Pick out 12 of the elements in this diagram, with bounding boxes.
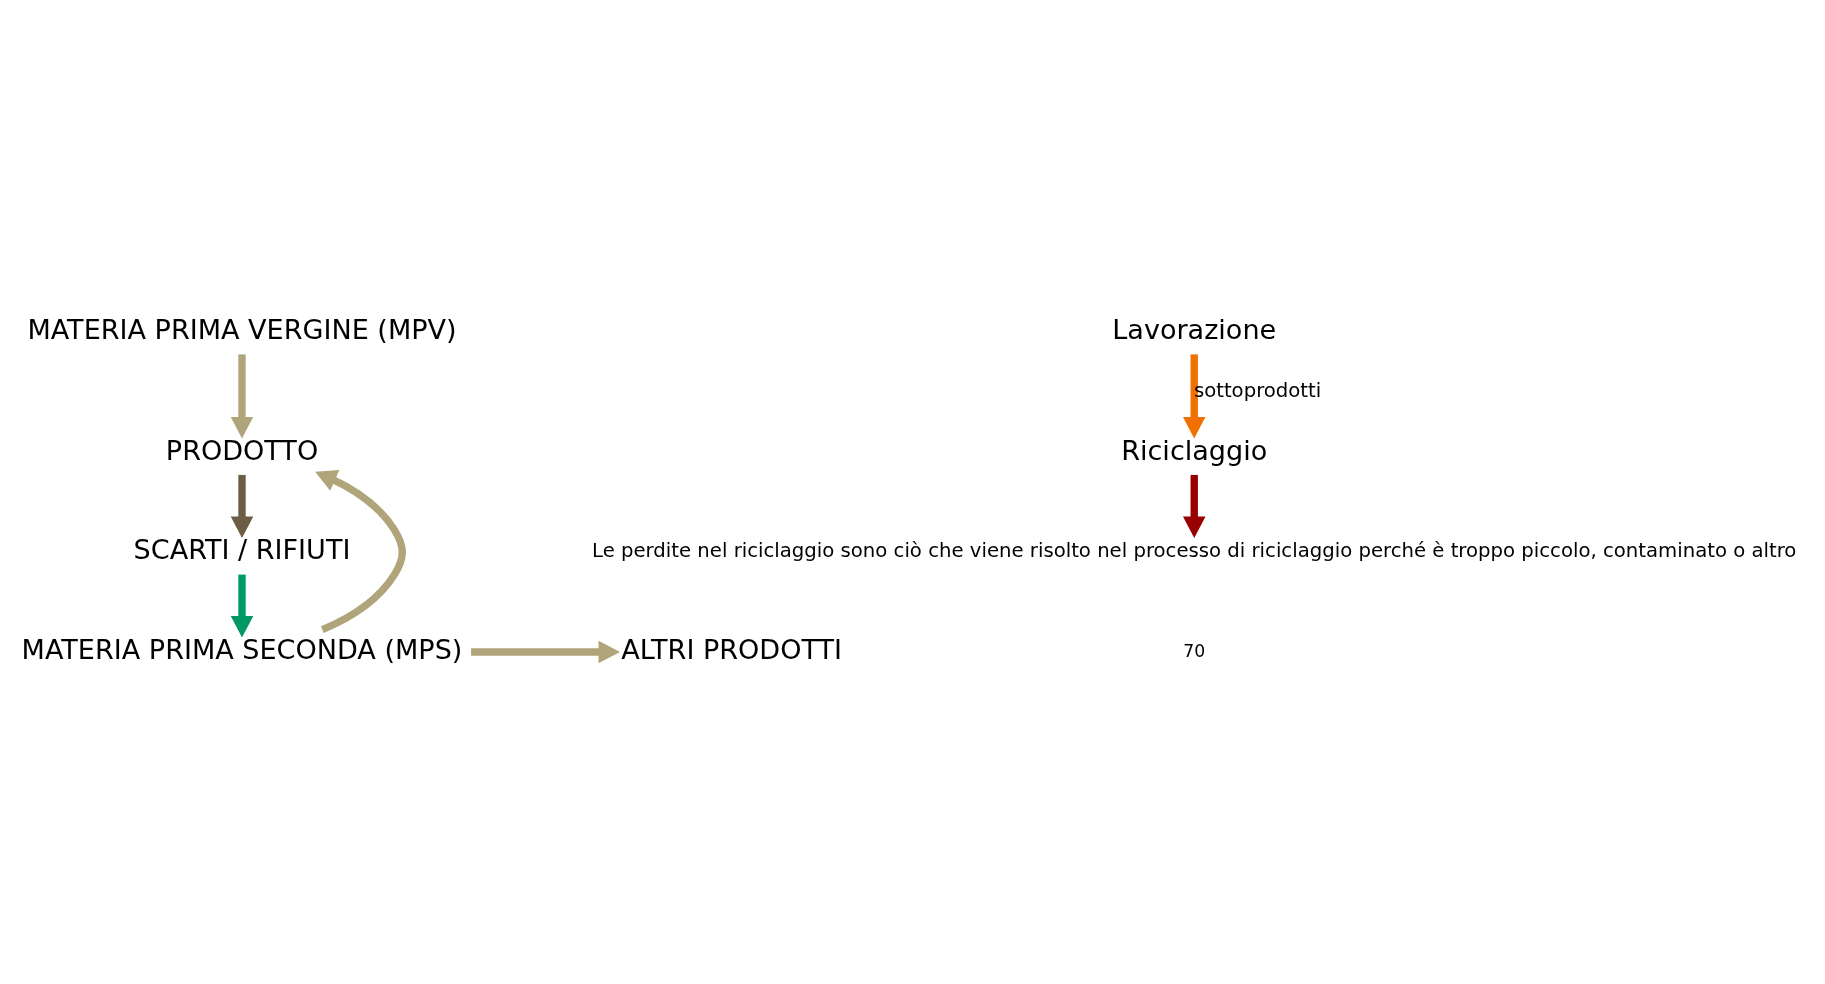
arrow — [1182, 474, 1206, 538]
node-text: MATERIA PRIMA VERGINE (MPV) — [27, 313, 457, 345]
arrow — [315, 470, 406, 634]
node-text: PRODOTTO — [165, 434, 319, 466]
node-text: MATERIA PRIMA SECONDA (MPS) — [21, 633, 463, 665]
node-text: Riciclaggio — [1121, 434, 1268, 466]
node-text: ALTRI PRODOTTI — [621, 633, 843, 665]
node-text: Lavorazione — [1112, 313, 1277, 345]
node-text: SCARTI / RIFIUTI — [133, 534, 351, 566]
arrow — [230, 474, 254, 538]
label: 70 — [1183, 640, 1206, 661]
node-text: Le perdite nel riciclaggio sono ciò che viene risolto nel processo di riciclaggio perché è troppo piccolo, contaminato o altro — [592, 538, 1797, 562]
